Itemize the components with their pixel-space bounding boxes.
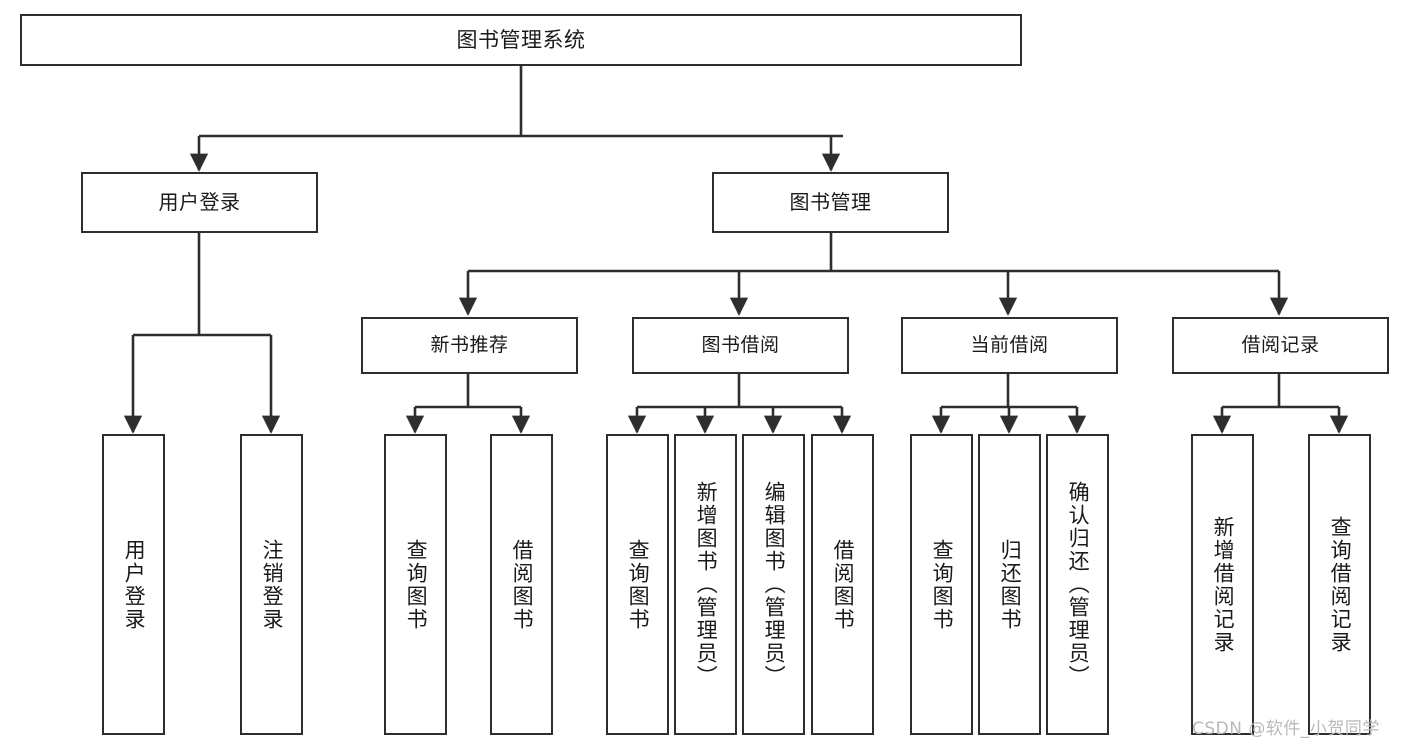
node-leaf-query-book-recommend[interactable]: 查询图书 [384, 434, 447, 735]
node-label: 查询借阅记录 [1328, 515, 1353, 654]
node-label: 查询图书 [930, 538, 955, 631]
node-leaf-edit-book-admin[interactable]: 编辑图书（管理员） [742, 434, 805, 735]
node-user-login[interactable]: 用户登录 [81, 172, 318, 233]
node-new-book-recommend[interactable]: 新书推荐 [361, 317, 578, 374]
node-label: 编辑图书（管理员） [762, 481, 787, 688]
node-label: 查询图书 [404, 538, 429, 631]
node-label: 当前借阅 [970, 334, 1049, 357]
node-leaf-query-book-current[interactable]: 查询图书 [910, 434, 973, 735]
node-book-borrow[interactable]: 图书借阅 [632, 317, 849, 374]
node-label: 归还图书 [998, 538, 1023, 631]
node-leaf-add-borrow-record[interactable]: 新增借阅记录 [1191, 434, 1254, 735]
node-label: 借阅图书 [510, 538, 535, 631]
node-label: 确认归还（管理员） [1066, 481, 1091, 688]
node-label: 查询图书 [626, 538, 651, 631]
node-label: 新增借阅记录 [1211, 515, 1236, 654]
node-label: 新书推荐 [430, 334, 509, 357]
node-label: 借阅图书 [831, 538, 856, 631]
node-label: 图书借阅 [701, 334, 780, 357]
node-label: 用户登录 [158, 189, 241, 214]
node-leaf-query-book-borrow[interactable]: 查询图书 [606, 434, 669, 735]
node-borrow-record[interactable]: 借阅记录 [1172, 317, 1389, 374]
node-current-borrow[interactable]: 当前借阅 [901, 317, 1118, 374]
node-leaf-query-borrow-record[interactable]: 查询借阅记录 [1308, 434, 1371, 735]
node-label: 用户登录 [122, 538, 147, 631]
node-label: 图书管理系统 [456, 27, 586, 52]
node-leaf-add-book-admin[interactable]: 新增图书（管理员） [674, 434, 737, 735]
node-label: 注销登录 [260, 538, 285, 631]
node-leaf-logout[interactable]: 注销登录 [240, 434, 303, 735]
node-book-management[interactable]: 图书管理 [712, 172, 949, 233]
node-label: 新增图书（管理员） [694, 481, 719, 688]
node-leaf-borrow-book-recommend[interactable]: 借阅图书 [490, 434, 553, 735]
node-label: 图书管理 [789, 189, 872, 214]
csdn-watermark: CSDN @软件_小贺同学 [1192, 719, 1380, 739]
node-root-system[interactable]: 图书管理系统 [20, 14, 1022, 66]
node-label: 借阅记录 [1241, 334, 1320, 357]
node-leaf-return-book[interactable]: 归还图书 [978, 434, 1041, 735]
node-leaf-confirm-return-admin[interactable]: 确认归还（管理员） [1046, 434, 1109, 735]
node-leaf-user-login[interactable]: 用户登录 [102, 434, 165, 735]
node-leaf-borrow-book[interactable]: 借阅图书 [811, 434, 874, 735]
